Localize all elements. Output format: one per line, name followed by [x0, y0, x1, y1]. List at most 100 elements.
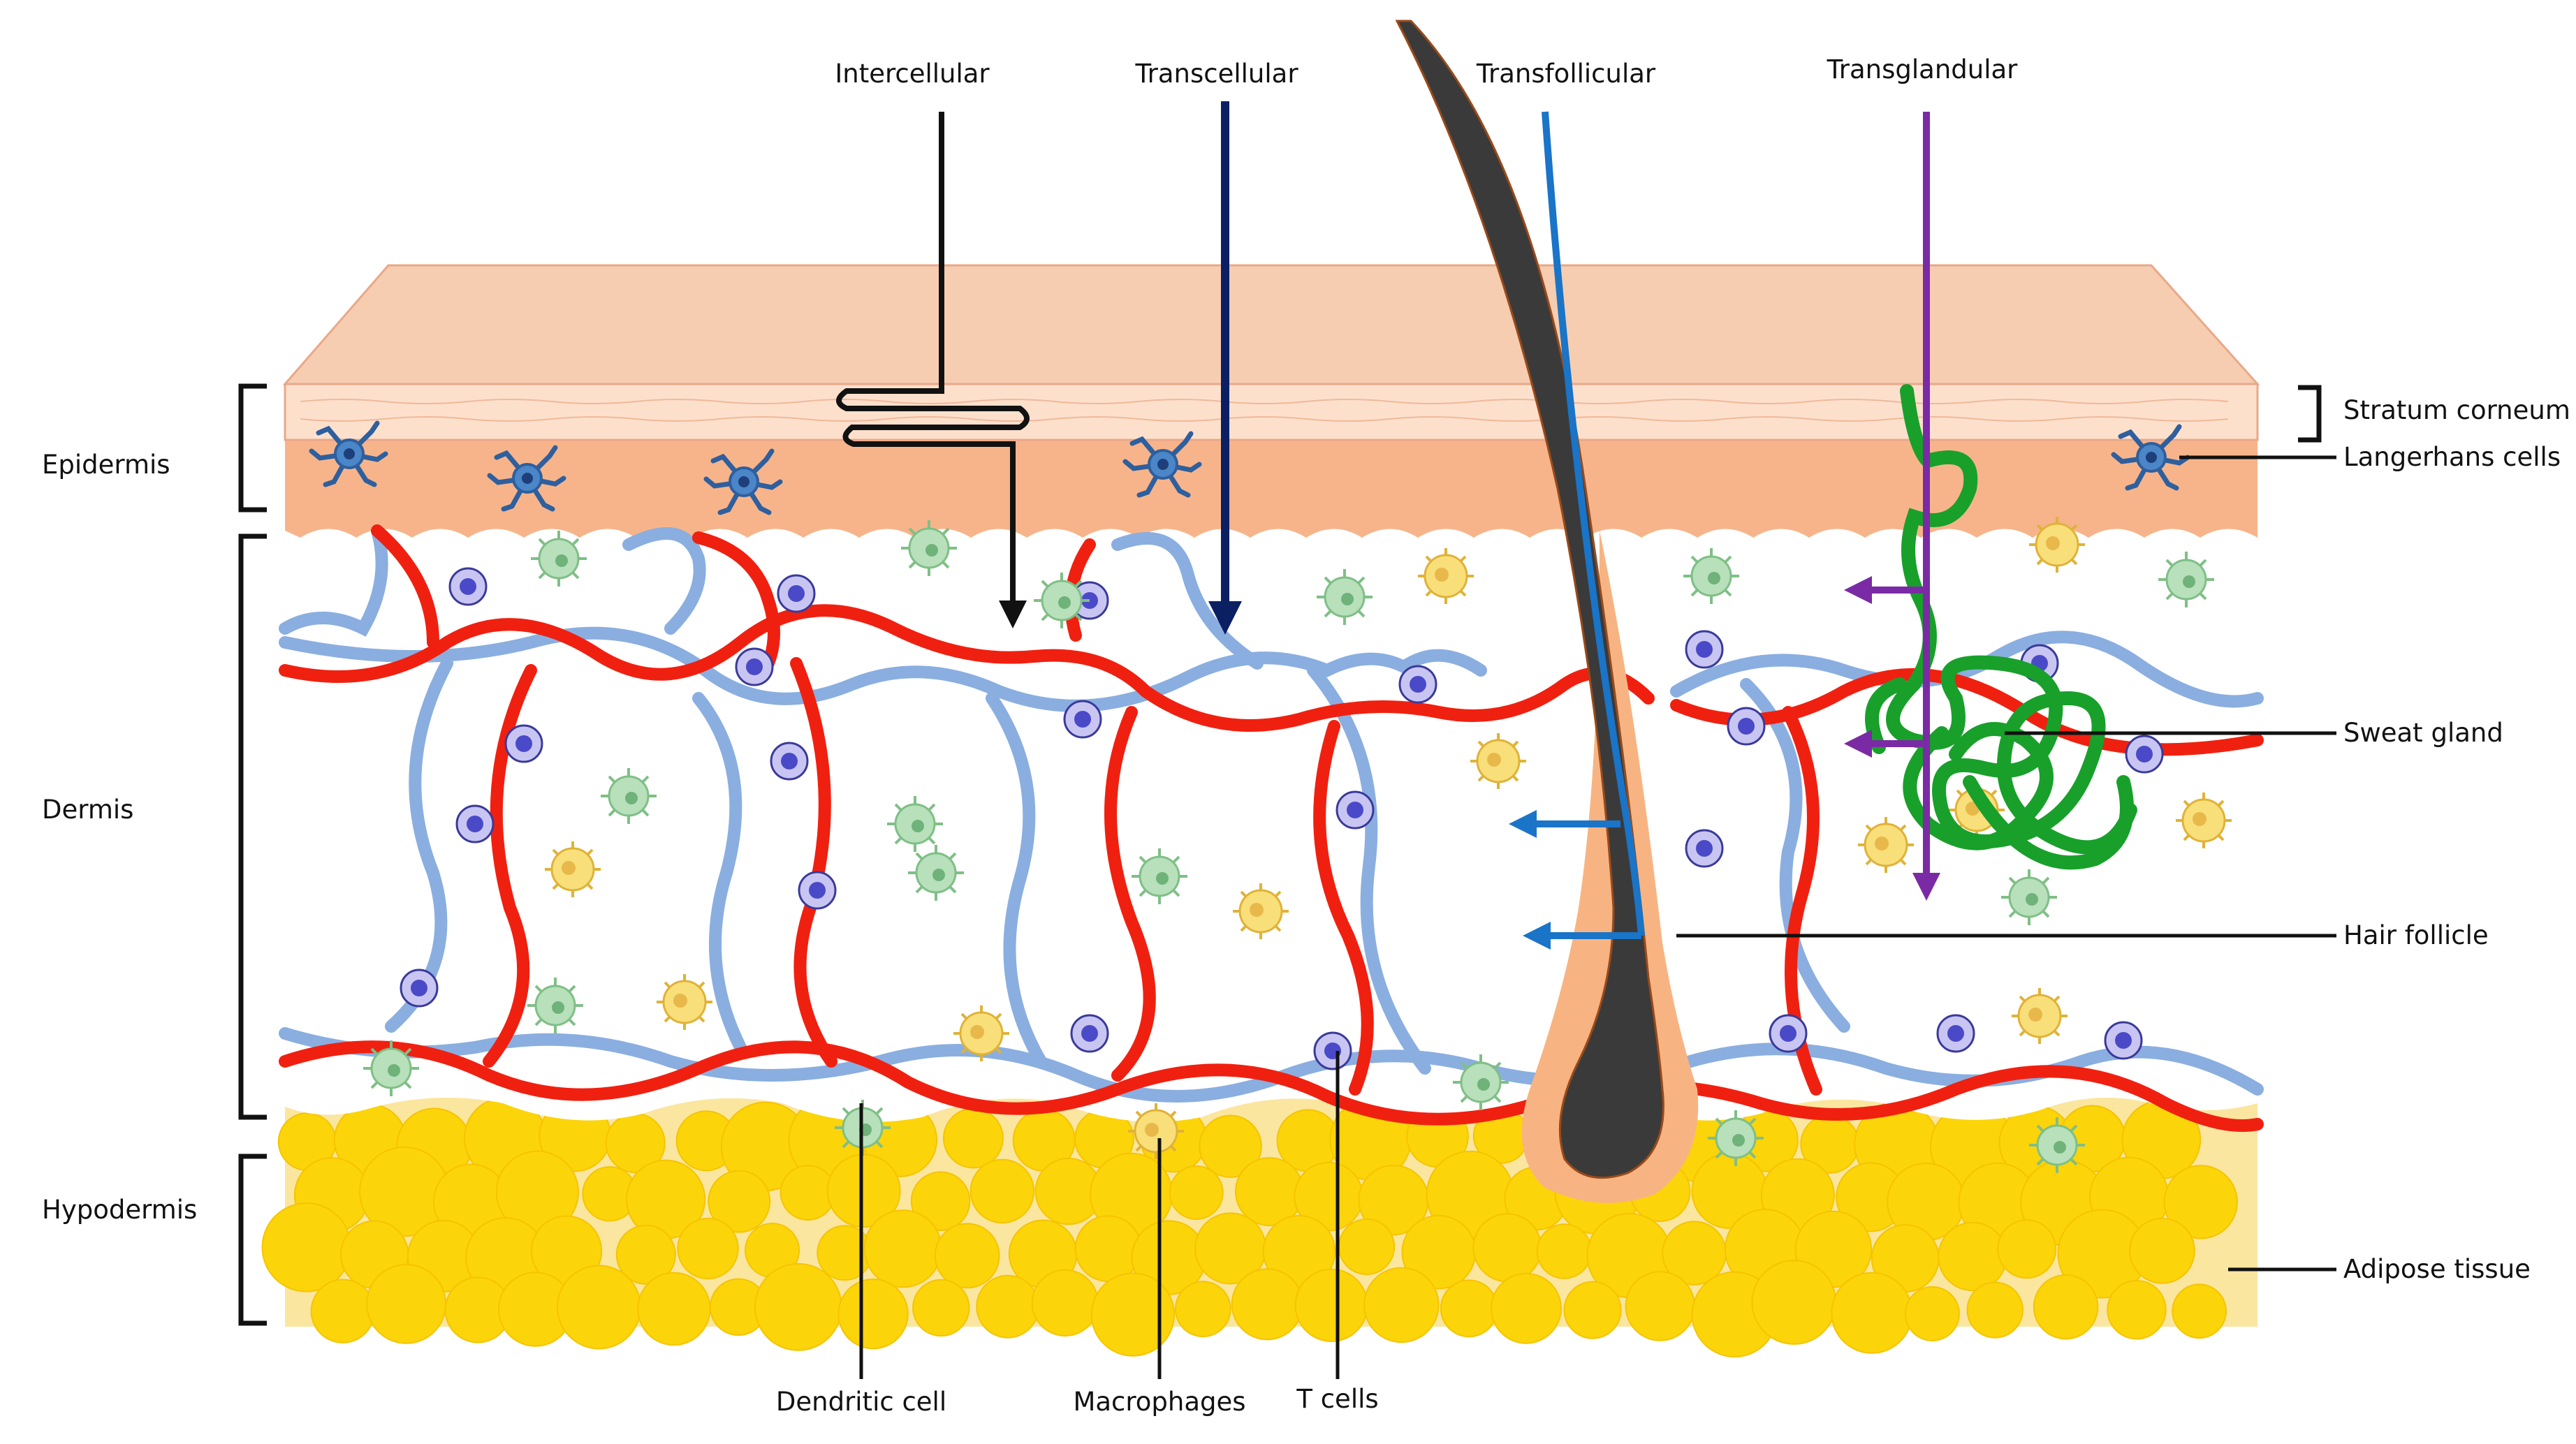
- t-cell: [1936, 1014, 1975, 1053]
- t-cell: [1769, 1014, 1808, 1053]
- fat-cell: [1536, 1223, 1593, 1279]
- t-cell: [1685, 630, 1724, 669]
- t-cell: [1063, 700, 1102, 739]
- stratum-corneum-layer: [282, 264, 2260, 441]
- leader-lines: [859, 455, 2336, 1379]
- fat-cell: [2107, 1279, 2167, 1340]
- dendritic-cell: [599, 767, 658, 825]
- t-cell: [1685, 829, 1724, 868]
- label-epidermis: Epidermis: [42, 450, 170, 480]
- layer-brackets: [238, 383, 2322, 1326]
- fat-cell: [1074, 1215, 1142, 1283]
- dendritic-cell: [1032, 571, 1091, 630]
- fat-cell: [1440, 1279, 1498, 1338]
- dendritic-cell: [529, 529, 588, 588]
- fat-cell: [1363, 1267, 1440, 1343]
- fat-cell: [2033, 1274, 2099, 1340]
- dendritic-cell: [362, 1039, 420, 1098]
- fat-cell: [615, 1224, 676, 1285]
- macrophage: [2028, 515, 2086, 574]
- fat-cell: [1199, 1114, 1262, 1178]
- label-stratum-corneum: Stratum corneum: [2343, 395, 2570, 425]
- t-cell: [1070, 1014, 1109, 1053]
- dendritic-cell: [2000, 868, 2058, 927]
- fat-cell: [976, 1274, 1040, 1339]
- dendritic-cell: [1682, 547, 1741, 605]
- route-intercellular-path: [836, 112, 1030, 628]
- fat-cell: [943, 1107, 1004, 1169]
- dendritic-cell: [2028, 1116, 2086, 1174]
- t-cell: [455, 804, 495, 843]
- fat-cell: [1338, 1218, 1396, 1276]
- fat-cell: [1563, 1281, 1622, 1339]
- fat-cell: [1294, 1268, 1368, 1342]
- fat-cell: [366, 1263, 447, 1344]
- label-t-cells: T cells: [1296, 1384, 1378, 1414]
- dendritic-cell: [526, 976, 585, 1035]
- label-hair-follicle: Hair follicle: [2343, 920, 2489, 950]
- fat-cell: [1231, 1268, 1303, 1341]
- fat-cell: [2163, 1165, 2238, 1239]
- t-cell: [1727, 707, 1766, 746]
- fat-cell: [1938, 1221, 2007, 1292]
- dendritic-cell: [900, 519, 958, 577]
- macrophage: [543, 840, 602, 899]
- fat-cell: [677, 1217, 739, 1280]
- fat-cell: [1831, 1272, 1913, 1354]
- fat-cell: [1625, 1271, 1696, 1341]
- adipose-fat-cells: [261, 1096, 2238, 1358]
- macrophage: [1857, 816, 1915, 874]
- t-cell: [504, 724, 543, 763]
- macrophage: [1417, 547, 1475, 605]
- fat-cell: [310, 1279, 375, 1343]
- t-cell: [1313, 1031, 1352, 1070]
- fat-cell: [556, 1265, 641, 1350]
- macrophage: [1127, 1102, 1185, 1161]
- route-transfollicular-arrow: [1509, 111, 1645, 950]
- label-hypodermis: Hypodermis: [42, 1195, 197, 1225]
- fat-cell: [261, 1202, 352, 1292]
- fat-cell: [912, 1279, 970, 1337]
- label-sweat-gland: Sweat gland: [2343, 718, 2503, 748]
- t-cell: [2125, 735, 2164, 774]
- blood-vessels: [279, 524, 2264, 1132]
- t-cell: [448, 567, 488, 606]
- fat-cell: [1472, 1213, 1542, 1283]
- dendritic-cell: [886, 795, 944, 853]
- fat-cell: [2172, 1283, 2227, 1339]
- fat-cell: [863, 1209, 942, 1288]
- fat-cell: [969, 1158, 1035, 1224]
- macrophage: [1469, 732, 1528, 790]
- fat-cell: [1997, 1219, 2057, 1279]
- fat-cell: [637, 1272, 711, 1346]
- label-macrophages: Macrophages: [1073, 1387, 1245, 1417]
- label-dendritic-cell: Dendritic cell: [776, 1387, 946, 1417]
- label-route-transfollicular: Transfollicular: [1476, 59, 1656, 89]
- dendritic-cell: [1451, 1053, 1510, 1112]
- fat-cell: [1174, 1281, 1231, 1338]
- fat-cell: [1031, 1269, 1099, 1337]
- t-cell: [770, 742, 809, 781]
- epidermis-layer: [285, 440, 2257, 538]
- dendritic-cell: [1706, 1109, 1765, 1167]
- fat-cell: [1751, 1260, 1837, 1345]
- dendritic-cell: [1130, 847, 1189, 906]
- fat-cell: [708, 1170, 771, 1233]
- macrophage: [952, 1004, 1011, 1063]
- macrophage: [2174, 791, 2233, 850]
- macrophage: [655, 973, 714, 1031]
- labels: Epidermis Dermis Hypodermis Intercellula…: [42, 54, 2570, 1417]
- fat-cell: [1904, 1285, 1960, 1341]
- macrophage: [2010, 987, 2069, 1045]
- fat-cell: [1234, 1157, 1304, 1227]
- route-transglandular-arrow: [1844, 112, 1940, 901]
- t-cell: [777, 574, 816, 613]
- label-dermis: Dermis: [42, 795, 133, 825]
- label-route-intercellular: Intercellular: [835, 59, 990, 89]
- t-cell: [2104, 1021, 2143, 1060]
- fat-cell: [2129, 1218, 2195, 1284]
- dendritic-cell: [1315, 568, 1374, 626]
- fat-cell: [910, 1171, 971, 1231]
- fat-cell: [1966, 1281, 2024, 1339]
